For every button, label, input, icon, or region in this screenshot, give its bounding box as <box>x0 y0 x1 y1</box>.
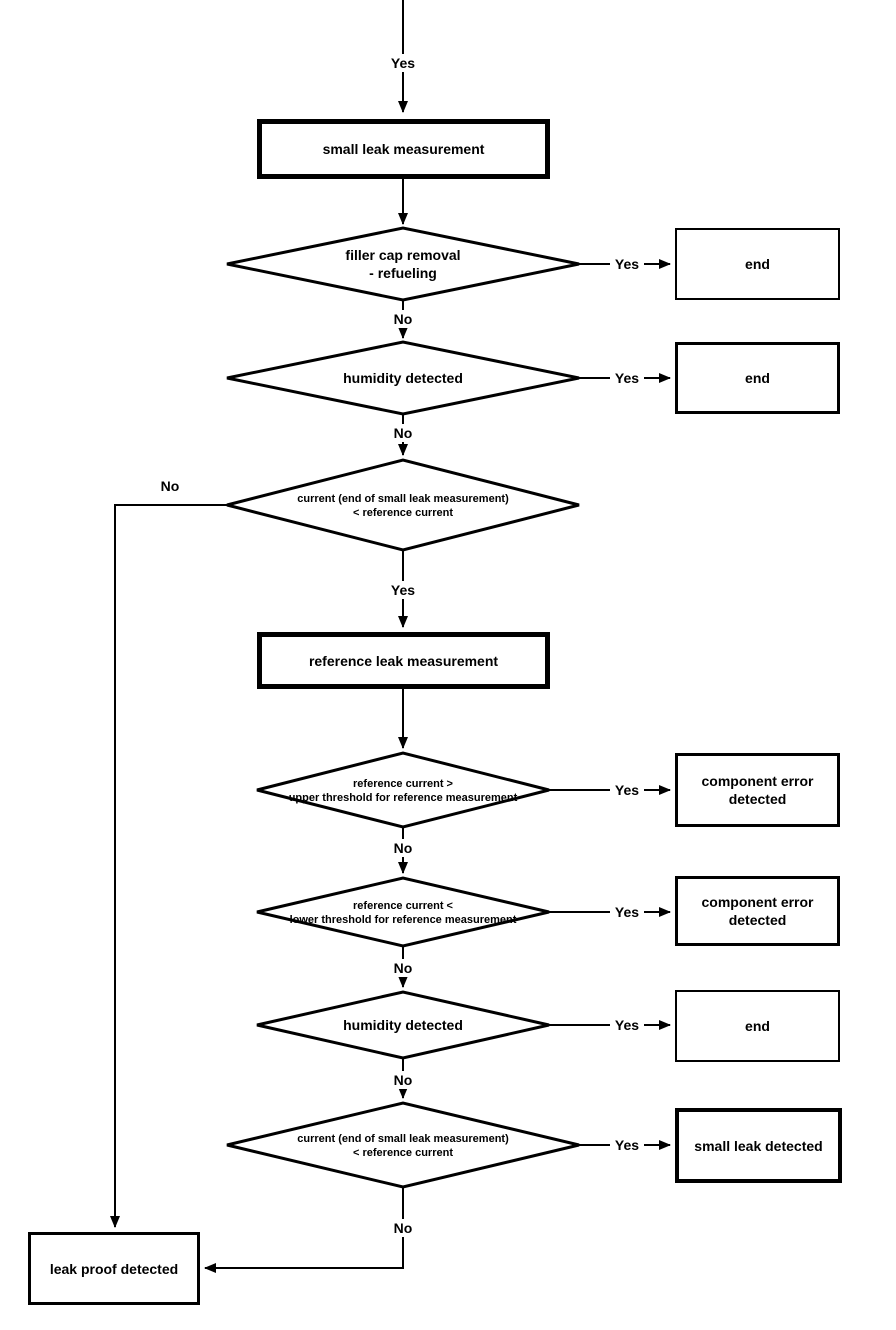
decision-line: reference current < <box>353 900 453 912</box>
decision-lower-threshold-shape <box>256 876 550 948</box>
d1-yes-label: Yes <box>610 255 644 273</box>
decision-humidity1-label: humidity detected <box>283 369 523 387</box>
d6-yes-label: Yes <box>610 1016 644 1034</box>
decision-humidity2-label: humidity detected <box>283 1016 523 1034</box>
decision-current2-shape <box>226 1101 580 1189</box>
d4-no-label: No <box>388 839 418 857</box>
d5-no-label: No <box>388 959 418 977</box>
terminal-component-error-2: component error detected <box>675 876 840 946</box>
terminal-small-leak-detected: small leak detected <box>675 1108 842 1183</box>
decision-line: lower threshold for reference measuremen… <box>289 914 517 926</box>
process-small-leak-measurement: small leak measurement <box>257 119 550 179</box>
decision-filler-cap-label: filler cap removal - refueling <box>283 246 523 282</box>
d7-yes-label: Yes <box>610 1136 644 1154</box>
process-reference-leak-measurement: reference leak measurement <box>257 632 550 689</box>
d2-yes-label: Yes <box>610 369 644 387</box>
decision-line: upper threshold for reference measuremen… <box>288 792 518 804</box>
terminal-component-error-1: component error detected <box>675 753 840 827</box>
edge-d7-no <box>204 1187 404 1273</box>
decision-line: current (end of small leak measurement) <box>297 493 509 505</box>
d4-yes-label: Yes <box>610 781 644 799</box>
d1-no-label: No <box>388 310 418 328</box>
terminal-end-3: end <box>675 990 840 1062</box>
decision-line: humidity detected <box>343 370 463 386</box>
d5-yes-label: Yes <box>610 903 644 921</box>
decision-line: reference current > <box>353 778 453 790</box>
decision-upper-threshold-label: reference current > upper threshold for … <box>273 777 533 805</box>
decision-humidity2-shape <box>256 990 550 1060</box>
decision-current1-shape <box>226 458 580 552</box>
decision-line: current (end of small leak measurement) <box>297 1133 509 1145</box>
decision-upper-threshold-shape <box>256 751 550 829</box>
d2-no-label: No <box>388 424 418 442</box>
edge-d3-no-long <box>110 504 227 1228</box>
decision-line: < reference current <box>353 507 453 519</box>
d7-no-label: No <box>388 1219 418 1237</box>
decision-line: < reference current <box>353 1147 453 1159</box>
decision-lower-threshold-label: reference current < lower threshold for … <box>273 899 533 927</box>
decision-humidity1-shape <box>226 340 580 416</box>
terminal-end-1: end <box>675 228 840 300</box>
decision-filler-cap-shape <box>226 226 580 302</box>
decision-line: filler cap removal <box>345 247 461 263</box>
decision-line: - refueling <box>369 265 437 281</box>
d3-yes-label: Yes <box>386 581 420 599</box>
d6-no-label: No <box>388 1071 418 1089</box>
terminal-end-2: end <box>675 342 840 414</box>
decision-line: humidity detected <box>343 1017 463 1033</box>
d3-no-label: No <box>155 477 185 495</box>
decision-current2-label: current (end of small leak measurement) … <box>273 1132 533 1160</box>
decision-current1-label: current (end of small leak measurement) … <box>273 492 533 520</box>
entry-yes-label: Yes <box>383 54 423 72</box>
terminal-leak-proof-detected: leak proof detected <box>28 1232 200 1305</box>
